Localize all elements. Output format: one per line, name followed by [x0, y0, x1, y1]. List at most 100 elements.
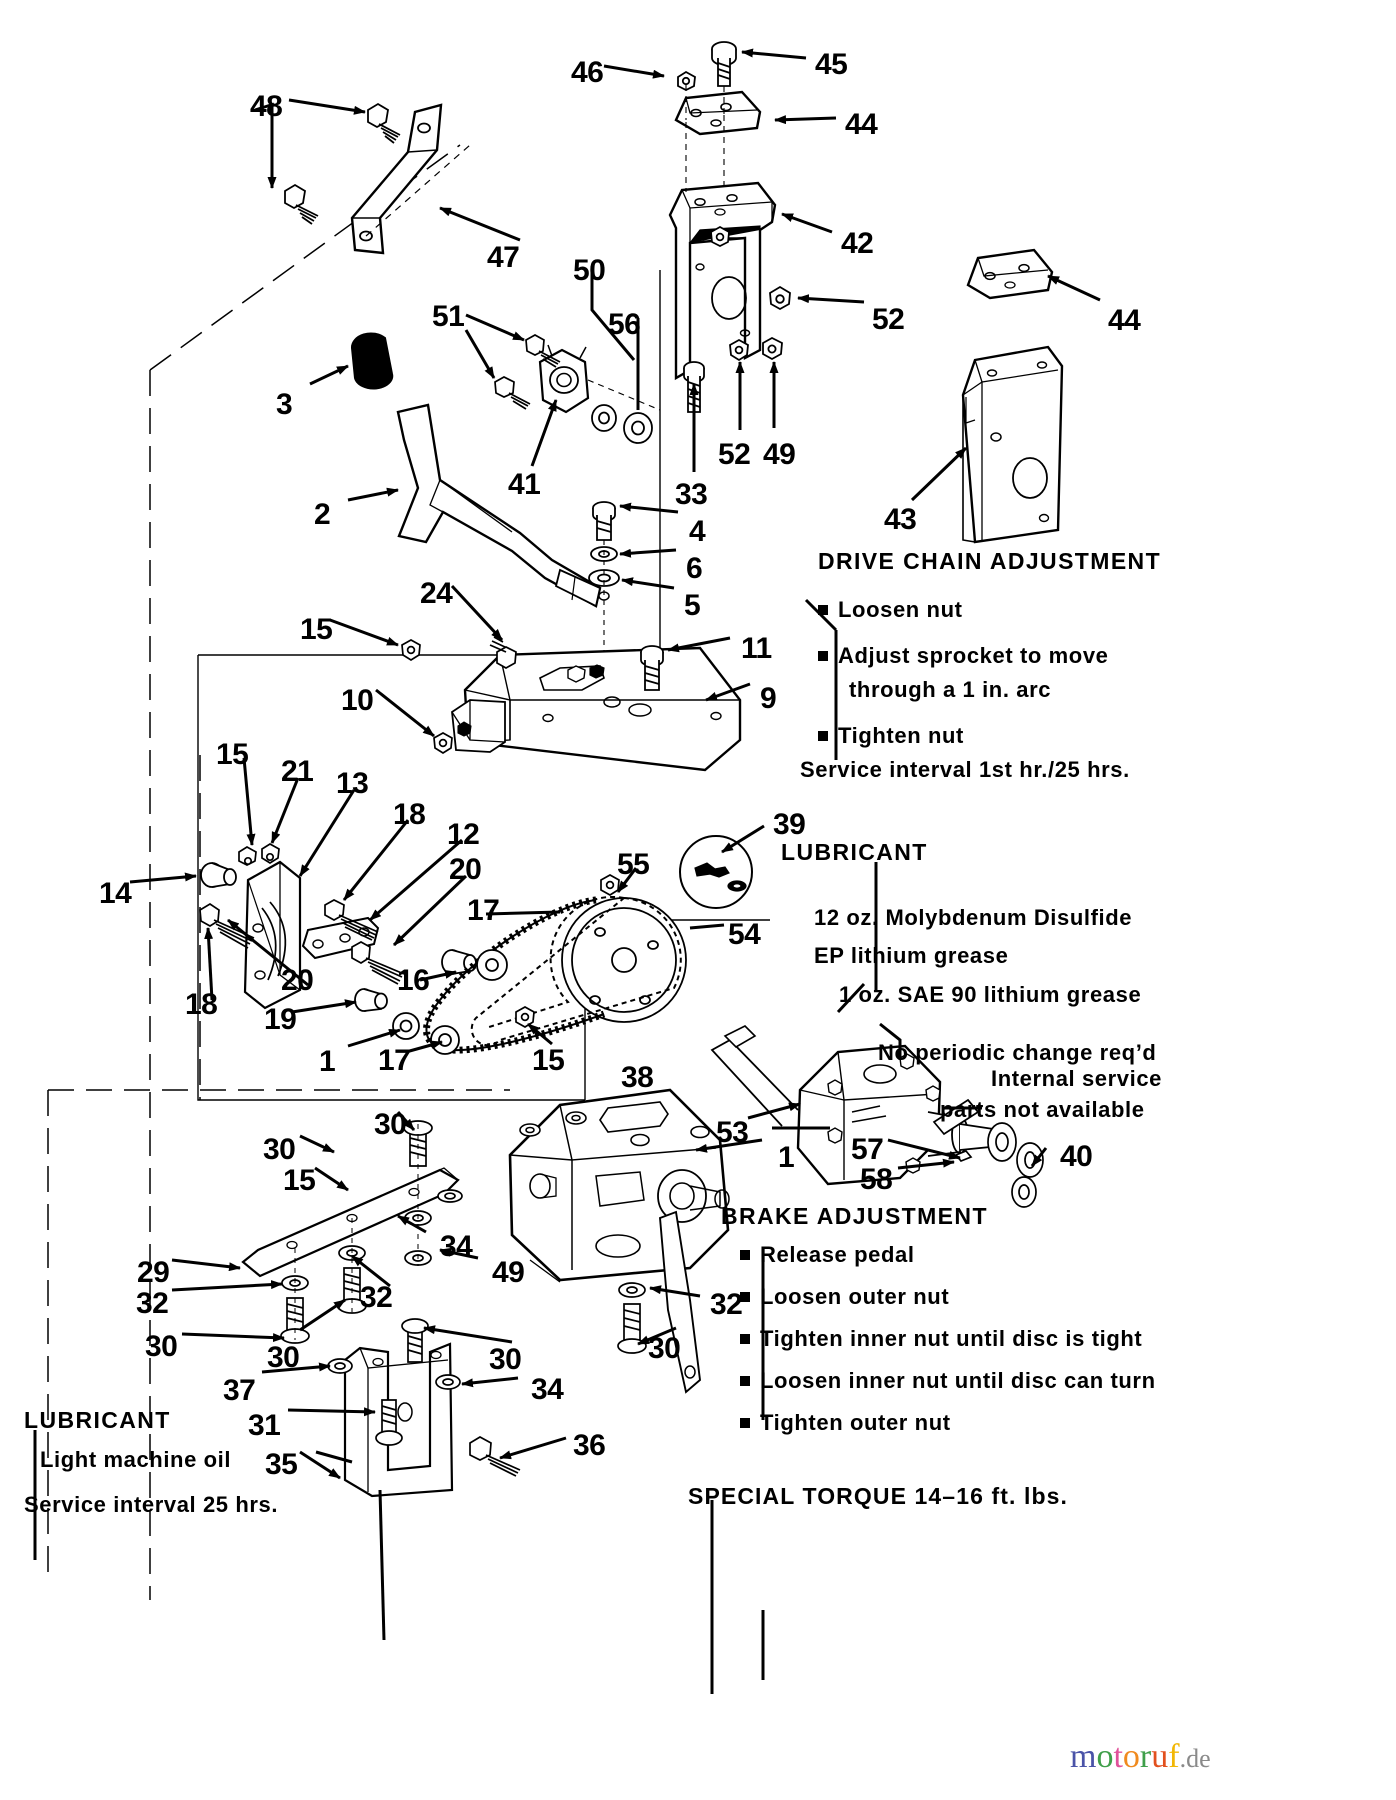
callout-number: 49 [763, 438, 796, 471]
callout-number: 13 [336, 767, 369, 800]
callout-number: 4 [689, 515, 706, 548]
lubricant-right-title: LUBRICANT [781, 839, 928, 865]
callout-number: 30 [145, 1330, 178, 1363]
bullet-square-icon [740, 1376, 750, 1386]
callout-number: 14 [99, 877, 132, 910]
callout-number: 30 [648, 1332, 681, 1365]
callout-number: 37 [223, 1374, 256, 1407]
callout-number: 1 [778, 1141, 795, 1174]
callout-number: 30 [263, 1133, 296, 1166]
drive-chain-bullet-1: Loosen nut [818, 597, 1161, 623]
callout-number: 48 [250, 90, 283, 123]
callout-number: 1 [319, 1045, 336, 1078]
brake-bullet-3: Tighten inner nut until disc is tight [740, 1326, 1142, 1352]
callout-number: 30 [374, 1108, 407, 1141]
internal-service-line-1: Internal service [991, 1066, 1163, 1091]
callout-number: 31 [248, 1409, 281, 1442]
drive-chain-adjustment-block: DRIVE CHAIN ADJUSTMENT Loosen nut Adjust… [818, 548, 1161, 749]
callout-number: 15 [300, 613, 333, 646]
callout-number: 52 [718, 438, 751, 471]
brake-bullet-1: Release pedal [740, 1242, 915, 1268]
drive-chain-bullet-3: Tighten nut [818, 723, 1161, 749]
internal-service-line-2: parts not available [940, 1097, 1145, 1122]
callout-number: 33 [675, 478, 708, 511]
callout-number: 30 [267, 1341, 300, 1374]
watermark-letter: o [1096, 1738, 1114, 1775]
callout-number: 45 [815, 48, 848, 81]
callout-number: 15 [283, 1164, 316, 1197]
lubricant-right-line-1: 12 oz. Molybdenum Disulfide [814, 905, 1133, 930]
watermark-letter: r [1139, 1738, 1152, 1775]
lubricant-right-line-2: EP lithium grease [814, 943, 1009, 968]
callout-number: 29 [137, 1256, 170, 1289]
bullet-square-icon [740, 1334, 750, 1344]
callout-number: 54 [728, 918, 761, 951]
callout-number: 39 [773, 808, 806, 841]
brake-bullet-4: Loosen inner nut until disc can turn [740, 1368, 1156, 1394]
watermark-letter: o [1122, 1738, 1140, 1775]
callout-number: 2 [314, 498, 331, 531]
special-torque-note: SPECIAL TORQUE 14–16 ft. lbs. [688, 1483, 1068, 1509]
callout-number: 32 [136, 1287, 169, 1320]
callout-number: 44 [845, 108, 878, 141]
watermark-suffix: .de [1179, 1744, 1211, 1773]
callout-number: 20 [281, 964, 314, 997]
motoruf-watermark: motoruf.de [1070, 1740, 1211, 1776]
callout-number: 53 [716, 1116, 749, 1149]
callout-number: 40 [1060, 1140, 1093, 1173]
callout-number: 41 [508, 468, 541, 501]
bullet-square-icon [740, 1418, 750, 1428]
callout-number: 50 [573, 254, 606, 287]
callout-number: 3 [276, 388, 293, 421]
lubricant-right-line-3: 1 oz. SAE 90 lithium grease [839, 982, 1142, 1007]
callout-number: 36 [573, 1429, 606, 1462]
callout-number: 51 [432, 300, 465, 333]
watermark-letter: u [1151, 1738, 1169, 1775]
callout-number: 34 [440, 1230, 473, 1263]
callout-number: 15 [216, 738, 249, 771]
callout-number: 24 [420, 577, 453, 610]
bullet-square-icon [818, 731, 828, 741]
callout-number: 11 [741, 632, 772, 665]
drive-chain-service-interval: Service interval 1st hr./25 hrs. [800, 757, 1130, 782]
brake-bullet-2: Loosen outer nut [740, 1284, 949, 1310]
callout-number: 6 [686, 552, 703, 585]
drive-chain-bullet-2-cont: through a 1 in. arc [849, 677, 1052, 702]
callout-number: 52 [872, 303, 905, 336]
watermark-letter: m [1070, 1738, 1097, 1775]
callout-number: 21 [281, 755, 314, 788]
callout-number: 47 [487, 241, 520, 274]
callout-number: 17 [378, 1044, 411, 1077]
callout-number: 16 [397, 964, 430, 997]
callout-number: 35 [265, 1448, 298, 1481]
callout-number: 57 [851, 1133, 884, 1166]
callout-number: 17 [467, 894, 500, 927]
watermark-letter: t [1113, 1738, 1123, 1775]
lubricant-left-title: LUBRICANT [24, 1407, 171, 1433]
lubricant-left-line-1: Light machine oil [40, 1447, 232, 1472]
drive-chain-title: DRIVE CHAIN ADJUSTMENT [818, 548, 1162, 574]
callout-number: 12 [447, 818, 480, 851]
callout-number: 43 [884, 503, 917, 536]
callout-number: 44 [1108, 304, 1141, 337]
callout-number: 30 [489, 1343, 522, 1376]
lubricant-left-line-2: Service interval 25 hrs. [24, 1492, 279, 1517]
callout-number: 38 [621, 1061, 654, 1094]
callout-number: 18 [393, 798, 426, 831]
brake-adjustment-title: BRAKE ADJUSTMENT [721, 1203, 988, 1229]
callout-number: 56 [608, 308, 641, 341]
callout-number: 32 [360, 1281, 393, 1314]
callout-number: 55 [617, 848, 650, 881]
bullet-square-icon [818, 605, 828, 615]
callout-number: 19 [264, 1003, 297, 1036]
callout-number: 49 [492, 1256, 525, 1289]
callout-number: 46 [571, 56, 604, 89]
brake-bullet-5: Tighten outer nut [740, 1410, 951, 1436]
drive-chain-bullet-2: Adjust sprocket to move [818, 643, 1161, 669]
callout-number: 10 [341, 684, 374, 717]
callout-number: 32 [710, 1288, 743, 1321]
callout-number: 20 [449, 853, 482, 886]
watermark-letter: f [1168, 1738, 1180, 1775]
bullet-square-icon [740, 1250, 750, 1260]
